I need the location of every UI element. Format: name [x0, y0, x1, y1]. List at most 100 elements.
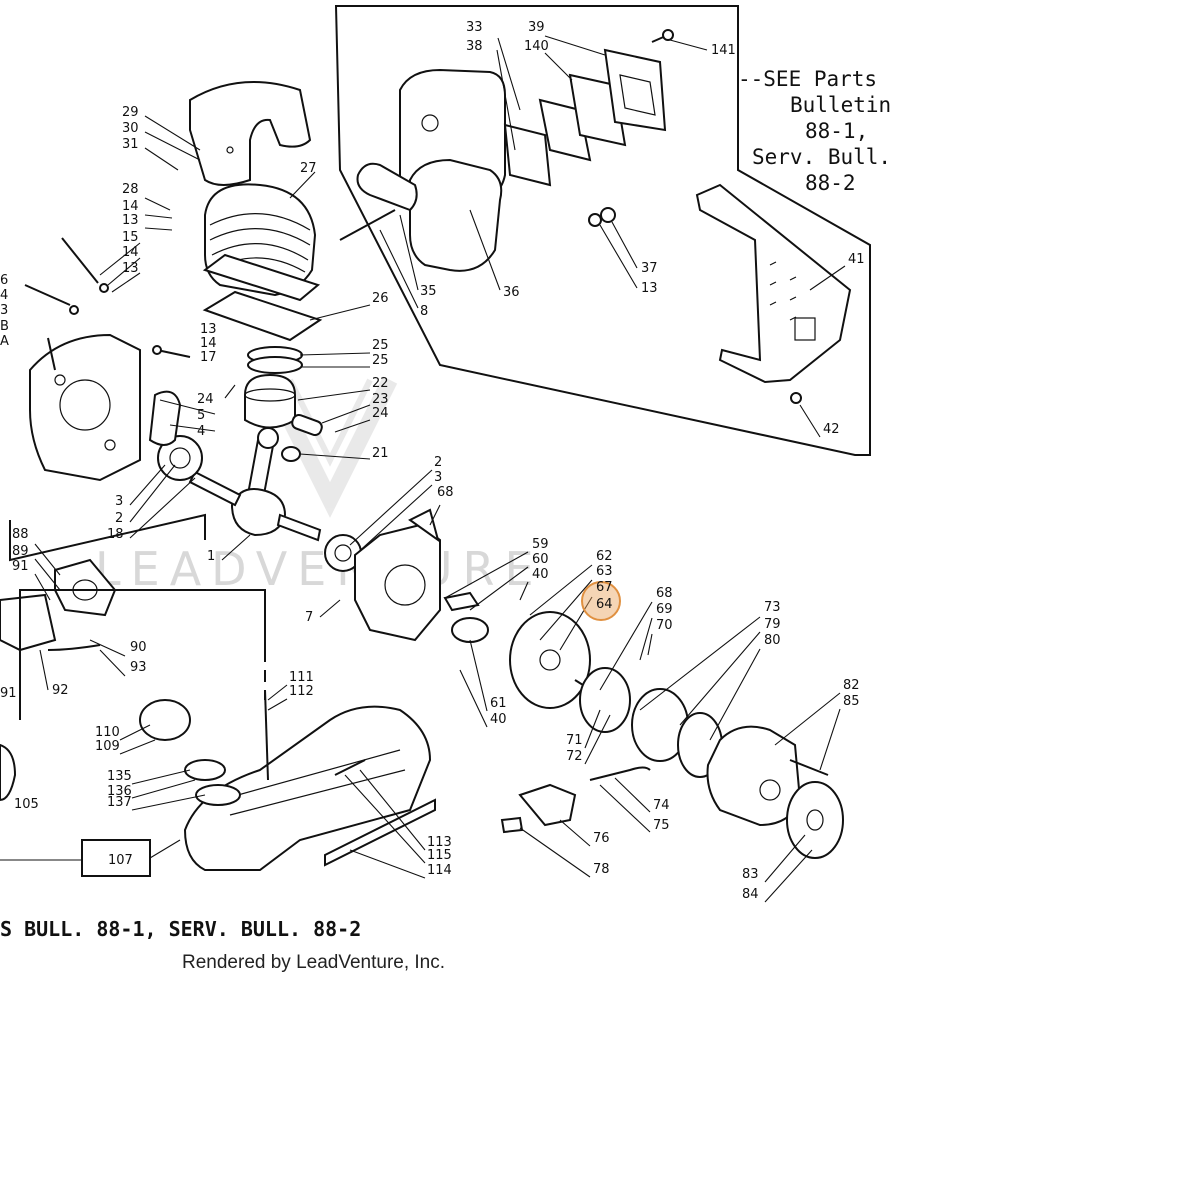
part-label-67: 67 — [596, 580, 613, 595]
part-label-8: 8 — [420, 304, 428, 319]
flywheel-plate — [509, 611, 591, 709]
part-label-70: 70 — [656, 618, 673, 633]
heat-shield — [695, 183, 852, 384]
muffler-washer — [588, 213, 602, 227]
part-label-A: A — [0, 334, 9, 349]
crank-bearing-left — [157, 435, 203, 481]
part-label-41: 41 — [848, 252, 865, 267]
ignition-module — [451, 617, 489, 643]
shield-screw — [790, 392, 802, 404]
fuel-filter — [184, 759, 226, 781]
crankcase-left — [29, 333, 141, 482]
starter-housing — [706, 725, 802, 827]
crankcase-gasket — [148, 390, 182, 446]
part-label-136: 136 — [107, 784, 132, 799]
crankcase-right — [354, 508, 441, 642]
part-label-69: 69 — [656, 602, 673, 617]
part-label-40: 40 — [532, 567, 549, 582]
part-label-107: 107 — [108, 853, 133, 868]
tank-strap — [324, 798, 436, 867]
part-label-4: 4 — [197, 424, 205, 439]
part-label-90: 90 — [130, 640, 147, 655]
part-label-28: 28 — [122, 182, 139, 197]
highlight-marker-64[interactable] — [581, 581, 621, 621]
part-label-68: 68 — [437, 485, 454, 500]
part-label-114: 114 — [427, 863, 452, 878]
primer-line — [334, 759, 366, 776]
stud-short — [574, 679, 584, 686]
spark-screen-plate — [503, 123, 552, 187]
part-label-115: 115 — [427, 848, 452, 863]
part-label-13: 13 — [200, 322, 217, 337]
part-label-1: 1 — [207, 549, 215, 564]
note-line-1: --SEE Parts — [738, 67, 877, 91]
spark-plug-boot — [518, 783, 577, 827]
part-label-6: 6 — [0, 273, 8, 288]
part-label-14: 14 — [200, 336, 217, 351]
part-label-22: 22 — [372, 376, 389, 391]
muffler-group-outline — [334, 5, 871, 456]
part-label-5: 5 — [197, 408, 205, 423]
part-label-72: 72 — [566, 749, 583, 764]
part-label-B: B — [0, 319, 9, 334]
part-label-84: 84 — [742, 887, 759, 902]
cylinder-cover — [189, 81, 312, 186]
note-line-3: 88-1, — [805, 119, 868, 143]
watermark-text: LEADVENTURE — [95, 542, 544, 596]
part-label-60: 60 — [532, 552, 549, 567]
part-label-85: 85 — [843, 694, 860, 709]
part-label-38: 38 — [466, 39, 483, 54]
tank-vent-tube — [264, 689, 269, 781]
part-label-23: 23 — [372, 392, 389, 407]
part-label-110: 110 — [95, 725, 120, 740]
part-label-15: 15 — [122, 230, 139, 245]
part-label-3: 3 — [0, 303, 8, 318]
muffler-body — [399, 68, 506, 272]
note-line-4: Serv. Bull. — [752, 145, 891, 169]
part-label-91: 91 — [0, 686, 17, 701]
part-label-76: 76 — [593, 831, 610, 846]
crankshaft — [188, 427, 322, 542]
part-label-24: 24 — [372, 406, 389, 421]
part-label-14: 14 — [122, 199, 139, 214]
part-label-18: 18 — [107, 527, 124, 542]
part-label-63: 63 — [596, 564, 613, 579]
part-label-71: 71 — [566, 733, 583, 748]
part-label-13: 13 — [122, 261, 139, 276]
part-label-2: 2 — [434, 455, 442, 470]
part-label-31: 31 — [122, 137, 139, 152]
starter-bolt — [789, 759, 829, 776]
part-label-109: 109 — [95, 739, 120, 754]
note-line-2: Bulletin — [790, 93, 891, 117]
part-label-3: 3 — [434, 470, 442, 485]
part-label-68: 68 — [656, 586, 673, 601]
part-label-7: 7 — [305, 610, 313, 625]
fuel-cap — [139, 699, 191, 741]
spark-wire — [589, 766, 651, 781]
part-label-27: 27 — [300, 161, 317, 176]
part-label-25: 25 — [372, 353, 389, 368]
part-label-42: 42 — [823, 422, 840, 437]
part-label-17: 17 — [200, 350, 217, 365]
part-label-2: 2 — [115, 511, 123, 526]
bulletin-reference: S BULL. 88-1, SERV. BULL. 88-2 — [0, 917, 361, 941]
part-label-80: 80 — [764, 633, 781, 648]
muffler-nut — [600, 207, 616, 223]
part-label-21: 21 — [372, 446, 389, 461]
part-label-74: 74 — [653, 798, 670, 813]
part-label-35: 35 — [420, 284, 437, 299]
part-label-14: 14 — [122, 245, 139, 260]
crankcase-group-outline — [9, 513, 206, 562]
part-label-59: 59 — [532, 537, 549, 552]
part-label-75: 75 — [653, 818, 670, 833]
part-label-135: 135 — [107, 769, 132, 784]
part-label-13: 13 — [641, 281, 658, 296]
part-label-29: 29 — [122, 105, 139, 120]
part-label-83: 83 — [742, 867, 759, 882]
piston-ring-bottom — [247, 356, 303, 374]
grommet — [500, 816, 524, 834]
carburetor-group-outline — [19, 589, 266, 720]
part-label-78: 78 — [593, 862, 610, 877]
part-label-25: 25 — [372, 338, 389, 353]
